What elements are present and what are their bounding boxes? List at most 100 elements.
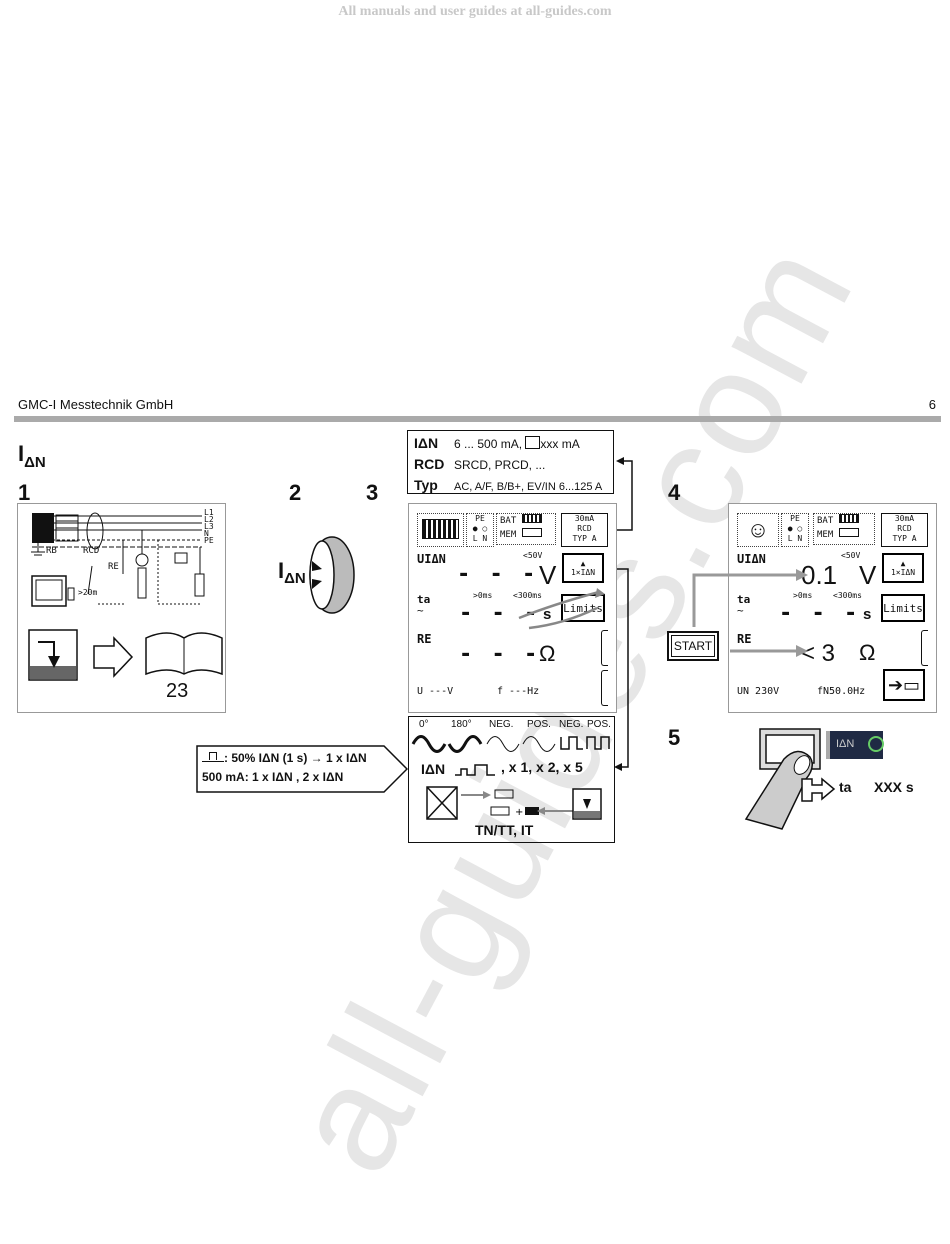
- network-types: TN/TT, IT: [475, 822, 534, 838]
- fn-footer: fN50.0Hz: [817, 686, 866, 697]
- re-value-4: < 3: [801, 640, 836, 667]
- bracket-4: [921, 630, 928, 666]
- battery-icon-4: [838, 514, 859, 523]
- x1-arrow-icon-4: ▲: [900, 559, 906, 568]
- pe-indicator: PE● ○L N: [466, 513, 494, 547]
- callout: : 50% IΔN (1 s) → 1 x IΔN 500 mA: 1 x IΔ…: [196, 745, 408, 793]
- callout-shape: [196, 745, 408, 793]
- save-button[interactable]: ➔▭: [883, 669, 925, 701]
- pe-indicator-4: PE● ○L N: [781, 513, 809, 547]
- u-footer: U ---V: [417, 686, 454, 697]
- pulse-mini-icon: [202, 752, 224, 762]
- rcd-current-label: 30mA: [574, 514, 595, 523]
- line-label-l2: L2: [204, 515, 214, 524]
- step-number-4: 4: [668, 480, 681, 505]
- ta-limit-min-4: >0ms: [793, 591, 813, 600]
- idn-indicator-label: IΔN: [836, 738, 855, 750]
- step1-panel: L1 L2 L3 N PE RB RCD RE >20m 23: [17, 503, 226, 713]
- re-label: RE: [417, 632, 432, 646]
- x1-label-4: 1×IΔN: [890, 568, 916, 577]
- re-label-4: RE: [737, 632, 752, 646]
- rb-label: RB: [46, 546, 57, 556]
- limits-button[interactable]: Limits: [561, 594, 605, 622]
- re-unit-4: Ω: [859, 640, 876, 665]
- x1-idn-button-4[interactable]: ▲1×IΔN: [882, 553, 924, 583]
- wave-label-pos: POS.: [527, 719, 551, 730]
- pe-dots-icon: ● ○: [472, 524, 488, 533]
- memory-icon: [525, 436, 541, 449]
- line-labels: L1 L2 L3 N PE: [204, 509, 214, 545]
- limits-button-4[interactable]: Limits: [881, 594, 925, 622]
- header-company: GMC-I Messtechnik GmbH: [18, 397, 174, 412]
- ta-value: - - -: [459, 601, 541, 626]
- step2-label: IΔN: [278, 558, 306, 587]
- line-label-l3: L3: [204, 522, 214, 531]
- indicator-lamp-icon: [868, 736, 884, 752]
- start-button[interactable]: START: [667, 631, 719, 661]
- waveform-box: 0° 180° NEG. POS. NEG. POS. IΔN , x 1, x…: [408, 716, 615, 843]
- rcd-type-label: TYP A: [572, 534, 597, 543]
- ta-label: ta: [417, 593, 431, 606]
- step5-ta-value: XXX s: [874, 779, 914, 795]
- step5-ta-label: ta: [839, 779, 852, 795]
- arrow-right-icon: [801, 777, 836, 802]
- line-label-n: N: [204, 529, 209, 538]
- battery-icon: [521, 514, 542, 523]
- ta-limit-max: <300ms: [513, 591, 542, 600]
- u-label: UIΔN: [417, 552, 446, 566]
- book-page-number: 23: [166, 680, 189, 702]
- finger-press-icon: [744, 728, 821, 830]
- save-arrow-icon: ➔▭: [887, 675, 921, 695]
- waveform-icons: [411, 735, 610, 753]
- connector-lines: [606, 457, 633, 771]
- ta-limit-max-4: <300ms: [833, 591, 862, 600]
- x1-idn-button[interactable]: ▲1×IΔN: [562, 553, 604, 583]
- distance-label: >20m: [78, 588, 98, 597]
- x1-arrow-icon: ▲: [580, 559, 586, 568]
- u-value: - - -: [457, 562, 539, 587]
- wave-label-pos-dc: POS.: [587, 719, 611, 730]
- u-unit: V: [539, 560, 557, 590]
- u-label-4: UIΔN: [737, 552, 766, 566]
- re-value: - - -: [459, 642, 541, 667]
- bat-label: BAT: [500, 516, 517, 526]
- top-banner: All manuals and user guides at all-guide…: [338, 4, 612, 19]
- bracket-2: [601, 670, 608, 706]
- ta-value-4: - - -: [779, 601, 861, 626]
- pe-label: PE: [475, 514, 485, 523]
- bat-mem-indicator: BAT MEM: [496, 513, 556, 545]
- ta-unit-4: s: [863, 606, 872, 623]
- step-number-1: 1: [18, 480, 31, 505]
- idn-indicator: IΔN: [826, 731, 884, 759]
- wave-label-neg-dc: NEG.: [559, 719, 584, 730]
- start-button-label: START: [671, 635, 715, 657]
- ln-label: L N: [472, 534, 488, 543]
- rcd-label: RCD: [83, 546, 100, 556]
- ln-label-4: L N: [787, 534, 803, 543]
- gray-arrows: [518, 588, 605, 630]
- wave-label-0: 0°: [419, 719, 429, 730]
- pe-dots-icon-4: ● ○: [787, 524, 803, 533]
- u-unit-4: V: [859, 560, 877, 590]
- header-rule: [14, 416, 941, 422]
- tester-icon: [417, 513, 464, 547]
- step2-label-sub: ΔN: [284, 570, 306, 587]
- svg-text:+: +: [515, 807, 523, 818]
- callout-line-1: : 50% IΔN (1 s) → 1 x IΔN: [202, 751, 367, 765]
- step-number-3: 3: [366, 480, 379, 505]
- ta-limit-min: >0ms: [473, 591, 493, 600]
- bracket-1: [601, 630, 608, 666]
- wave-label-180: 180°: [451, 719, 472, 730]
- memory-bar-icon: [521, 528, 542, 537]
- step-number-5: 5: [668, 725, 681, 750]
- ta-label-4: ta: [737, 593, 751, 606]
- start-arrows: [692, 569, 808, 657]
- multiplier-values: , x 1, x 2, x 5: [501, 759, 583, 775]
